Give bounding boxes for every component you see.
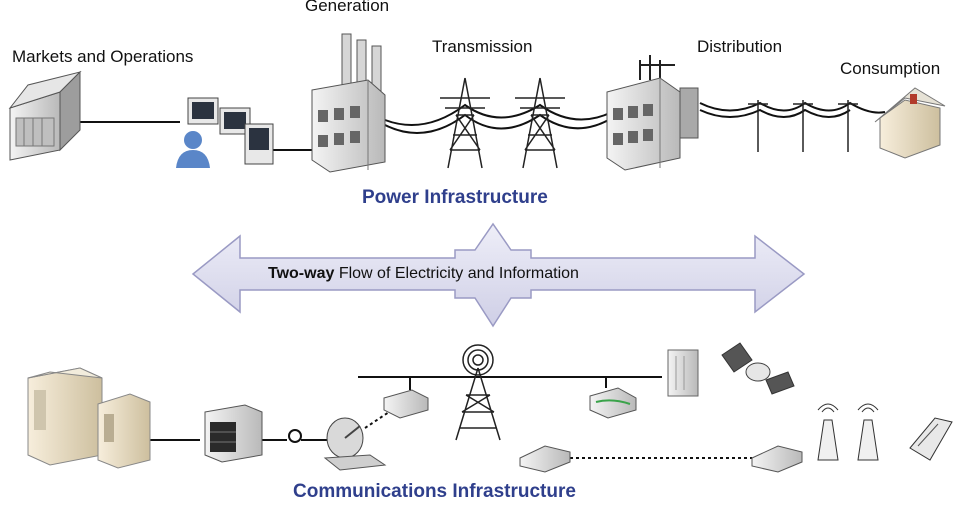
- comm-wireless-links: [364, 409, 752, 459]
- distribution-pole-icon: [748, 100, 858, 152]
- stage-label-generation: Generation: [305, 0, 390, 15]
- antenna-icon: [817, 403, 839, 461]
- two-way-flow-label: Two-way Flow of Electricity and Informat…: [268, 265, 579, 283]
- house-icon: [874, 87, 946, 159]
- wireless-router-icon: [589, 387, 637, 419]
- transmission-tower-icon: [515, 77, 565, 169]
- stage-label-consumption: Consumption: [840, 59, 941, 78]
- stage-label-markets: Markets and Operations: [12, 47, 194, 66]
- markets-building-icon: [8, 70, 82, 161]
- mobile-phone-icon: [909, 417, 953, 461]
- two-way-flow-text: Flow of Electricity and Information: [338, 265, 579, 282]
- server-tower-icon: [27, 367, 151, 469]
- satellite-dish-icon: [323, 417, 387, 471]
- substation-icon: [606, 55, 699, 171]
- power-infrastructure-title: Power Infrastructure: [362, 187, 548, 208]
- two-way-flow-bold: Two-way: [268, 265, 335, 282]
- stage-label-transmission: Transmission: [432, 37, 533, 56]
- server-rack-icon: [667, 349, 699, 397]
- antenna-icon: [857, 403, 879, 461]
- network-switch-icon: [204, 404, 263, 463]
- cell-tower-icon: [455, 344, 501, 441]
- communications-infrastructure-title: Communications Infrastructure: [293, 481, 576, 502]
- transmission-tower-icon: [440, 77, 490, 169]
- router-icon: [383, 389, 429, 419]
- modem-icon: [751, 445, 803, 473]
- modem-icon: [519, 445, 571, 473]
- satellite-icon: [721, 342, 795, 395]
- stage-label-distribution: Distribution: [697, 37, 783, 56]
- power-plant-icon: [311, 33, 386, 173]
- operator-workstation-icon: [176, 97, 274, 168]
- comm-wires: [150, 376, 662, 443]
- power-wires: [60, 101, 886, 151]
- two-way-arrow-icon: [191, 222, 806, 328]
